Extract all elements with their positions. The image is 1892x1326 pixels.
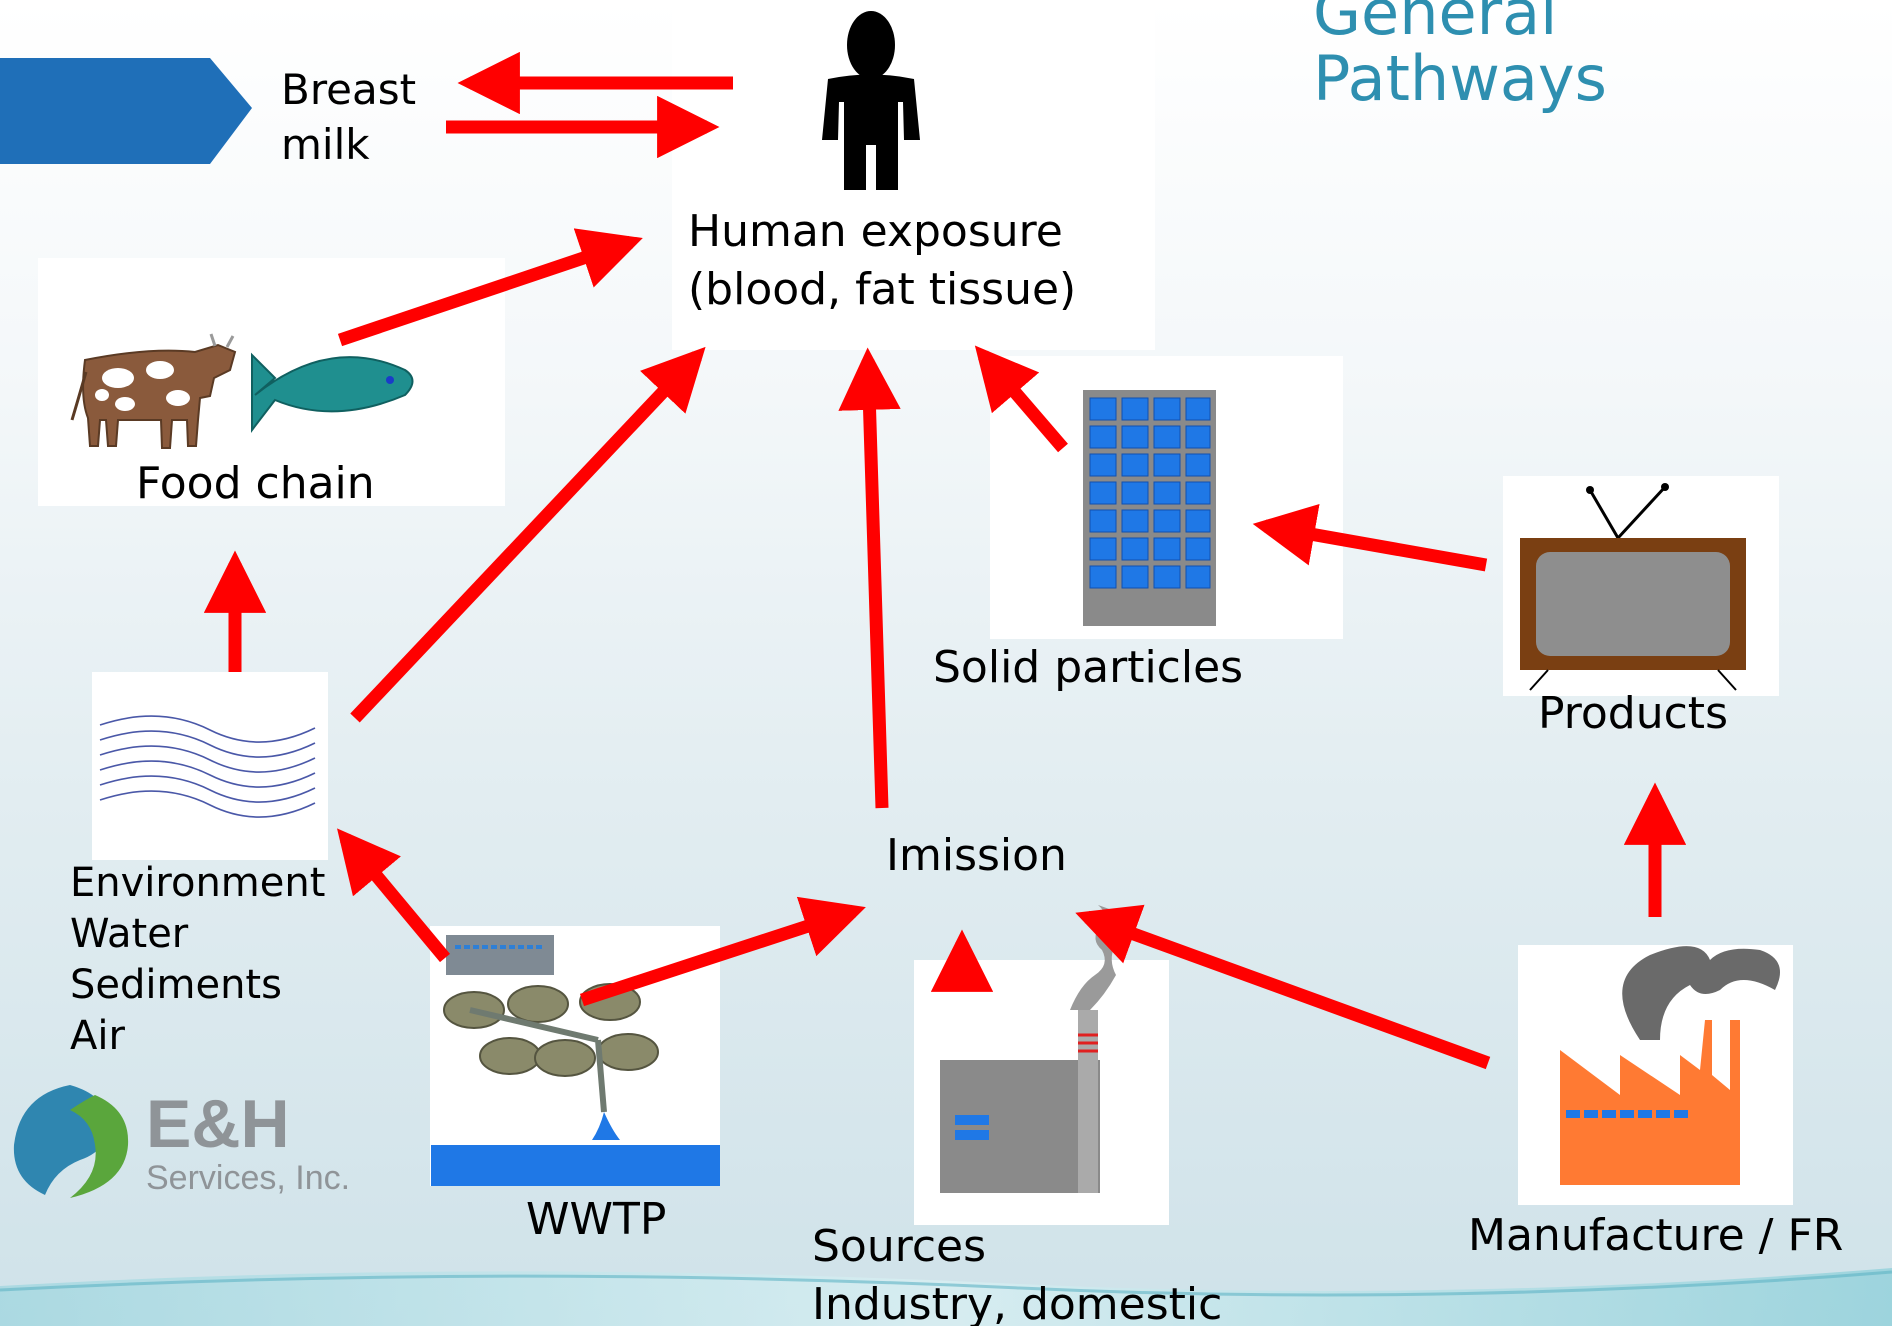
manufacture-label: Manufacture / FR [1468, 1210, 1844, 1261]
chevron-shape [0, 58, 252, 164]
water-waves-icon [99, 715, 316, 818]
wwtp-label: WWTP [526, 1194, 667, 1245]
environment-label: Environment Water Sediments Air [70, 860, 326, 1059]
products-label: Products [1538, 688, 1728, 739]
fish-icon [251, 352, 414, 433]
person-icon [822, 11, 920, 190]
logo-subtitle: Services, Inc. [146, 1159, 351, 1197]
imission-label: Imission [886, 830, 1067, 881]
factory-sources-icon [940, 905, 1119, 1193]
title-line-2: Pathways [1313, 42, 1607, 115]
environment-panel [92, 672, 328, 860]
company-logo [13, 1085, 129, 1198]
factory-manufacture-icon [1560, 946, 1780, 1185]
arrow-manufacture-to-imission [1075, 904, 1491, 1070]
arrow-solid-particles-to-human [974, 345, 1068, 453]
human-exposure-label: Human exposure (blood, fat tissue) [688, 206, 1077, 315]
solid-particles-label: Solid particles [933, 642, 1244, 693]
logo-brand: E&H [146, 1086, 290, 1162]
bottom-wave-decoration [0, 1268, 1892, 1326]
food-chain-label: Food chain [136, 458, 375, 509]
title-line-1: General [1313, 0, 1558, 49]
arrow-products-to-solid-particles [1252, 503, 1488, 572]
arrow-food-chain-to-human [337, 228, 643, 347]
cow-icon [70, 333, 237, 449]
arrow-imission-to-human [838, 347, 901, 809]
arrow-environment-to-human [350, 346, 706, 723]
slide-title: General Pathways [1313, 0, 1607, 112]
arrow-wwtp-to-environment [337, 828, 450, 963]
wwtp-plant-icon [431, 935, 720, 1186]
building-icon [1083, 390, 1216, 626]
breast-milk-label: Breast milk [281, 65, 417, 169]
human-panel [672, 0, 1155, 350]
television-icon [1520, 483, 1746, 691]
sources-label: Sources Industry, domestic [812, 1221, 1223, 1326]
arrow-wwtp-to-imission [579, 896, 866, 1007]
